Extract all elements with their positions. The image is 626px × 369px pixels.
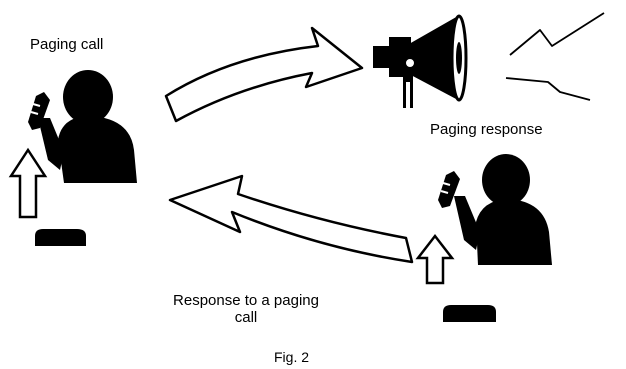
telephone-base-icon [443, 305, 496, 322]
figure-caption: Fig. 2 [274, 349, 310, 365]
sound-wave-icon [505, 12, 605, 101]
paging-response-label: Paging response [430, 121, 543, 138]
curved-arrow-icon [168, 174, 414, 264]
response-to-paging-call-label: Response to a paging call [173, 292, 319, 326]
person-caller-icon [28, 70, 137, 183]
speaker-horn-icon [373, 14, 468, 108]
up-arrow-icon [415, 233, 455, 285]
paging-call-label: Paging call [30, 36, 104, 53]
up-arrow-icon [8, 147, 48, 219]
curved-arrow-icon [164, 26, 364, 123]
telephone-base-icon [35, 229, 86, 246]
person-responder-icon [438, 154, 552, 265]
